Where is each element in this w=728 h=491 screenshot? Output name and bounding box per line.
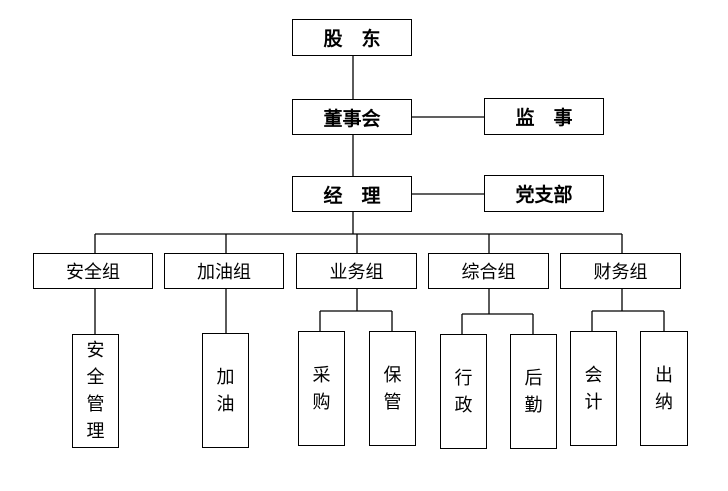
- node-supervisor: 监 事: [484, 98, 604, 135]
- node-board-label: 董事会: [323, 107, 381, 130]
- node-group-fuel-label: 加油组: [197, 262, 251, 283]
- node-unit-administration: 行政: [440, 334, 487, 449]
- node-unit-accounting: 会计: [570, 331, 617, 446]
- node-board: 董事会: [292, 99, 412, 135]
- node-unit-refueling-label: 加油: [216, 366, 235, 415]
- node-unit-storage: 保管: [369, 331, 416, 446]
- node-group-general: 综合组: [428, 253, 549, 289]
- node-unit-cashier-label: 出纳: [655, 364, 673, 413]
- node-group-general-label: 综合组: [461, 262, 516, 283]
- node-unit-safety-management: 安全管理: [72, 334, 119, 448]
- node-group-finance: 财务组: [560, 253, 681, 289]
- node-group-fuel: 加油组: [164, 253, 284, 289]
- node-unit-administration-label: 行政: [454, 367, 473, 416]
- node-unit-procurement: 采购: [298, 331, 345, 446]
- node-shareholders: 股 东: [292, 19, 412, 56]
- node-group-safety: 安全组: [33, 253, 153, 289]
- node-unit-logistics: 后勤: [510, 334, 557, 449]
- node-unit-logistics-label: 后勤: [524, 367, 543, 416]
- node-unit-refueling: 加油: [202, 333, 249, 448]
- node-party-branch: 党支部: [484, 175, 604, 212]
- node-group-safety-label: 安全组: [66, 262, 120, 283]
- node-manager-label: 经 理: [323, 184, 381, 207]
- node-group-business-label: 业务组: [329, 262, 384, 283]
- node-unit-accounting-label: 会计: [584, 364, 603, 413]
- node-unit-cashier: 出纳: [640, 331, 688, 446]
- node-party-branch-label: 党支部: [515, 184, 573, 206]
- node-unit-procurement-label: 采购: [312, 364, 331, 413]
- node-unit-storage-label: 保管: [383, 364, 402, 413]
- node-group-business: 业务组: [296, 253, 417, 289]
- node-supervisor-label: 监 事: [515, 107, 573, 129]
- node-unit-safety-management-label: 安全管理: [86, 340, 105, 442]
- node-shareholders-label: 股 东: [323, 28, 381, 50]
- node-group-finance-label: 财务组: [593, 262, 648, 283]
- node-manager: 经 理: [292, 176, 412, 212]
